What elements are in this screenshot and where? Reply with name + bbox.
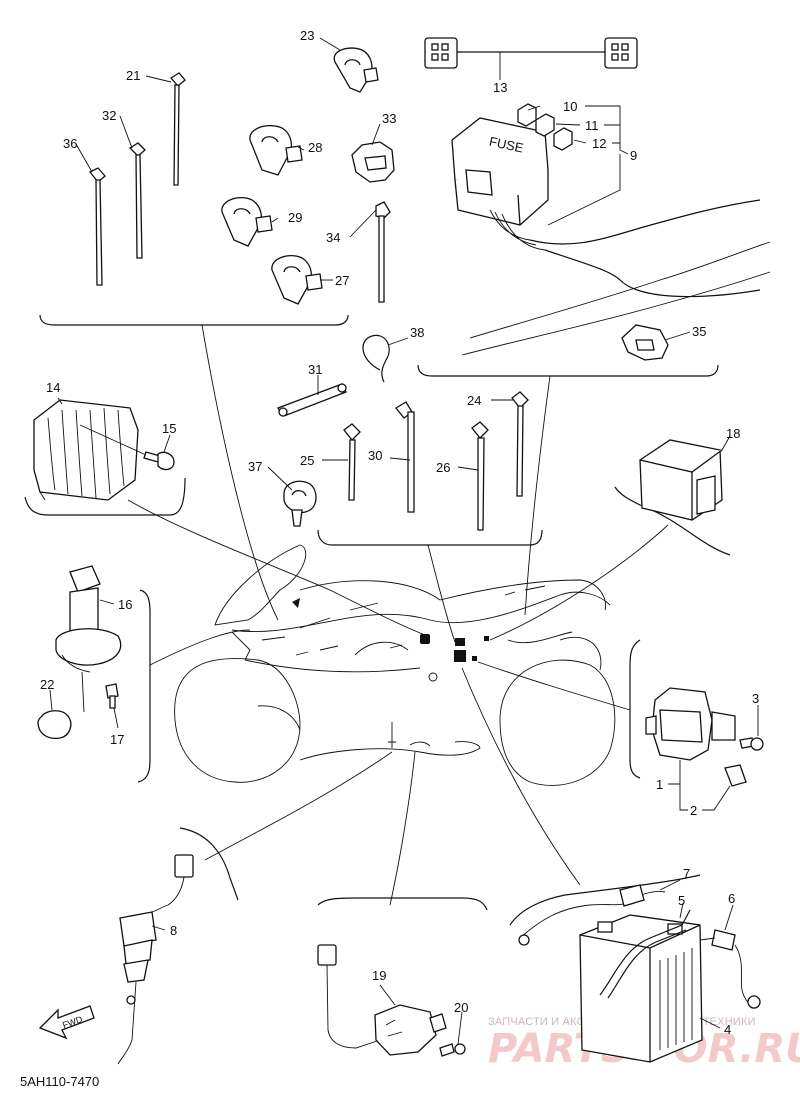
callout-18: 18 — [726, 426, 740, 441]
battery-4 — [579, 914, 703, 1063]
callout-5: 5 — [678, 893, 685, 908]
clamp-37 — [283, 480, 317, 527]
clamp-28 — [249, 125, 303, 176]
callout-9: 9 — [630, 148, 637, 163]
battery-lead-7 — [518, 884, 666, 946]
callout-4: 4 — [724, 1022, 731, 1037]
callout-21: 21 — [126, 68, 140, 83]
callout-10: 10 — [563, 99, 577, 114]
clamp-29 — [221, 197, 273, 247]
fuse-box-label: FUSE — [488, 134, 525, 156]
callout-34: 34 — [326, 230, 340, 245]
callout-1: 1 — [656, 777, 663, 792]
callout-38: 38 — [410, 325, 424, 340]
callout-35: 35 — [692, 324, 706, 339]
clamp-23 — [333, 47, 379, 93]
sensor-16 — [55, 565, 122, 713]
clamp-27 — [271, 255, 323, 305]
callout-2: 2 — [690, 803, 697, 818]
callout-26: 26 — [436, 460, 450, 475]
callout-24: 24 — [467, 393, 481, 408]
cable-tie-30 — [395, 401, 415, 513]
callout-22: 22 — [40, 677, 54, 692]
callout-30: 30 — [368, 448, 382, 463]
fuse-10 — [517, 103, 537, 127]
callout-31: 31 — [308, 362, 322, 377]
callout-labels: 23 13 21 32 36 33 28 29 27 34 10 11 12 9… — [40, 28, 759, 1037]
cable-tie-32 — [128, 142, 146, 259]
callout-17: 17 — [110, 732, 124, 747]
callout-13: 13 — [493, 80, 507, 95]
callout-15: 15 — [162, 421, 176, 436]
sensor-8 — [117, 854, 194, 1065]
cable-tie-36 — [88, 167, 106, 286]
battery-cable-6 — [699, 929, 761, 1009]
band-34 — [375, 201, 391, 303]
screw-17 — [105, 683, 119, 709]
callout-28: 28 — [308, 140, 322, 155]
callout-leaders — [49, 37, 759, 1045]
fuse-box-9: FUSE — [451, 117, 771, 356]
diagram-code: 5AH110-7470 — [20, 1074, 99, 1089]
callout-37: 37 — [248, 459, 262, 474]
screw-20 — [439, 1043, 466, 1057]
callout-11: 11 — [585, 118, 599, 133]
lead-wire-13 — [424, 37, 638, 72]
callout-36: 36 — [63, 136, 77, 151]
callout-6: 6 — [728, 891, 735, 906]
regulator-14 — [33, 399, 139, 501]
cover-2 — [724, 764, 747, 787]
callout-8: 8 — [170, 923, 177, 938]
hook-38 — [362, 334, 390, 383]
switch-19 — [317, 944, 447, 1056]
fwd-arrow-icon: FWD — [38, 1005, 95, 1040]
cable-tie-21 — [170, 72, 186, 186]
callout-33: 33 — [382, 111, 396, 126]
callout-3: 3 — [752, 691, 759, 706]
clip-35 — [621, 324, 669, 361]
callout-16: 16 — [118, 597, 132, 612]
cable-tie-25 — [343, 423, 361, 501]
band-31 — [276, 383, 347, 417]
fuse-11 — [535, 113, 555, 137]
clip-33 — [351, 141, 395, 183]
callout-25: 25 — [300, 453, 314, 468]
callout-19: 19 — [372, 968, 386, 983]
fuse-12 — [553, 127, 573, 151]
callout-7: 7 — [683, 866, 690, 881]
relay-18 — [639, 439, 723, 521]
callout-23: 23 — [300, 28, 314, 43]
starter-relay-1 — [645, 687, 736, 761]
callout-14: 14 — [46, 380, 60, 395]
callout-27: 27 — [335, 273, 349, 288]
callout-20: 20 — [454, 1000, 468, 1015]
bolt-3 — [739, 737, 764, 751]
cable-tie-24 — [511, 391, 529, 497]
bolt-15 — [79, 424, 175, 471]
battery-band-5 — [599, 909, 691, 999]
callout-32: 32 — [102, 108, 116, 123]
callout-12: 12 — [592, 136, 606, 151]
motorcycle-outline — [174, 544, 616, 786]
group-brackets — [24, 314, 731, 926]
callout-29: 29 — [288, 210, 302, 225]
cap-22 — [37, 710, 72, 740]
cable-tie-26 — [471, 421, 489, 531]
